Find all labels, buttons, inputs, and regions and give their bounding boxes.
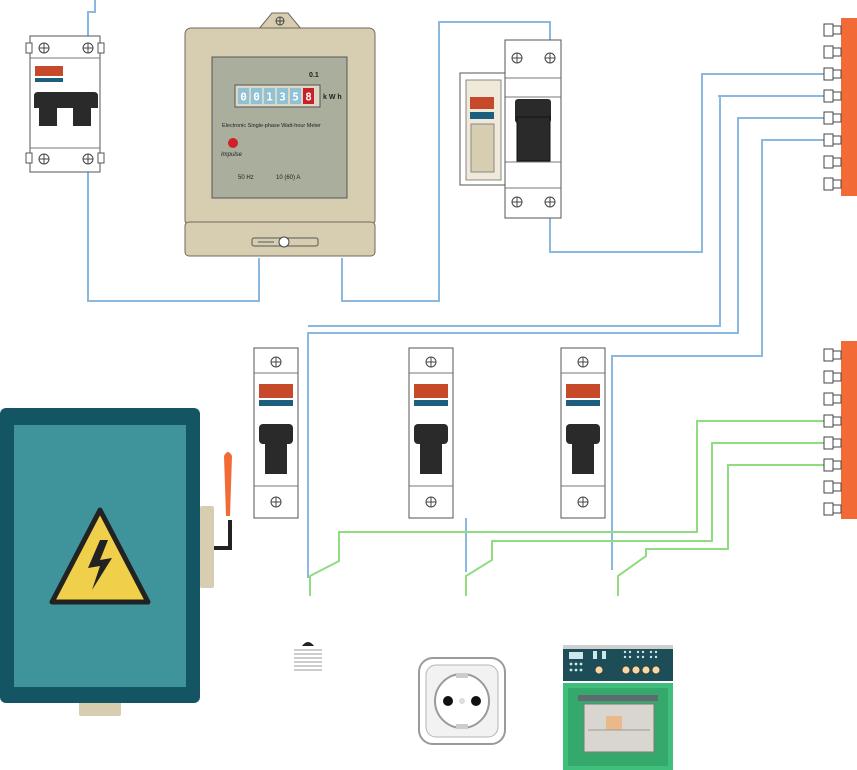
meter-resolution: 0.1 <box>309 72 319 79</box>
circuit-breaker-1[interactable] <box>253 347 299 519</box>
busbar-terminal-icon <box>823 177 842 191</box>
high-voltage-warning-icon <box>49 507 151 605</box>
meter-unit: k W h <box>323 94 342 101</box>
busbar-terminal-icon <box>823 23 842 37</box>
circuit-breaker-2[interactable] <box>408 347 454 519</box>
wire-busbar-to-circuit-1 <box>307 117 824 578</box>
busbar-terminal-icon <box>823 392 842 406</box>
terminal-screw-icon <box>38 42 94 165</box>
meter-digit-drum <box>303 88 314 104</box>
meter-digit-drum <box>290 88 301 104</box>
busbar-terminal-icon <box>823 480 842 494</box>
busbar-terminal-icon <box>823 502 842 516</box>
meter-impulse-label: Impulse <box>221 152 243 158</box>
seal-screw-icon <box>278 236 290 248</box>
circuit-breaker-3[interactable] <box>560 347 606 519</box>
busbar-terminal-icon <box>823 111 842 125</box>
impulse-led-icon <box>228 138 238 148</box>
wire-neutral-2 <box>465 442 824 596</box>
busbar-terminal-icon <box>823 45 842 59</box>
meter-frequency: 50 Hz <box>238 175 254 181</box>
meter-digit-drum <box>264 88 275 104</box>
light-bulb-icon <box>294 642 322 674</box>
meter-digit: 3 <box>279 91 286 104</box>
busbar-neutral <box>823 341 857 519</box>
wire-rcd-to-busbar-1 <box>549 73 824 253</box>
busbar-terminal-icon <box>823 89 842 103</box>
wire-supply-in <box>87 0 96 36</box>
rcd-breaker[interactable] <box>459 39 562 219</box>
busbar-terminal-icon <box>823 133 842 147</box>
meter-digit: 1 <box>266 91 273 104</box>
wire-meter-to-rcd <box>341 21 551 302</box>
meter-digit: 0 <box>253 91 260 104</box>
busbar-terminal-icon <box>823 458 842 472</box>
wire-main-breaker-to-meter <box>87 172 260 302</box>
wire-busbar-to-circuit-3 <box>308 96 721 327</box>
meter-digit-drum <box>277 88 288 104</box>
meter-digit: 8 <box>305 91 312 104</box>
wire-neutral-1 <box>309 420 824 596</box>
schuko-socket-icon <box>418 657 506 745</box>
busbar-terminal-icon <box>823 436 842 450</box>
main-breaker[interactable] <box>25 35 105 173</box>
busbar-terminal-icon <box>823 155 842 169</box>
wire-busbar-to-circuit-2 <box>611 139 824 570</box>
busbar-terminal-icon <box>823 414 842 428</box>
panel-lever-handle[interactable] <box>214 452 232 550</box>
busbar-terminal-icon <box>823 370 842 384</box>
busbar-phase <box>823 18 857 196</box>
terminal-screw-icon <box>511 52 556 208</box>
busbar-terminal-icon <box>823 67 842 81</box>
meter-digit: 0 <box>240 91 247 104</box>
phase-wires <box>87 0 824 578</box>
busbar-terminal-icon <box>823 348 842 362</box>
distribution-panel <box>0 408 232 716</box>
meter-title: Electronic Single-phase Watt-hour Meter <box>222 123 321 129</box>
wire-neutral-3 <box>617 464 824 596</box>
meter-current-rating: 10 (60) A <box>276 175 300 181</box>
electric-oven-icon <box>563 645 673 770</box>
meter-digit-drum <box>238 88 249 104</box>
meter-digit-drum <box>251 88 262 104</box>
neutral-wires <box>309 420 824 596</box>
meter-digit: 5 <box>292 91 299 104</box>
